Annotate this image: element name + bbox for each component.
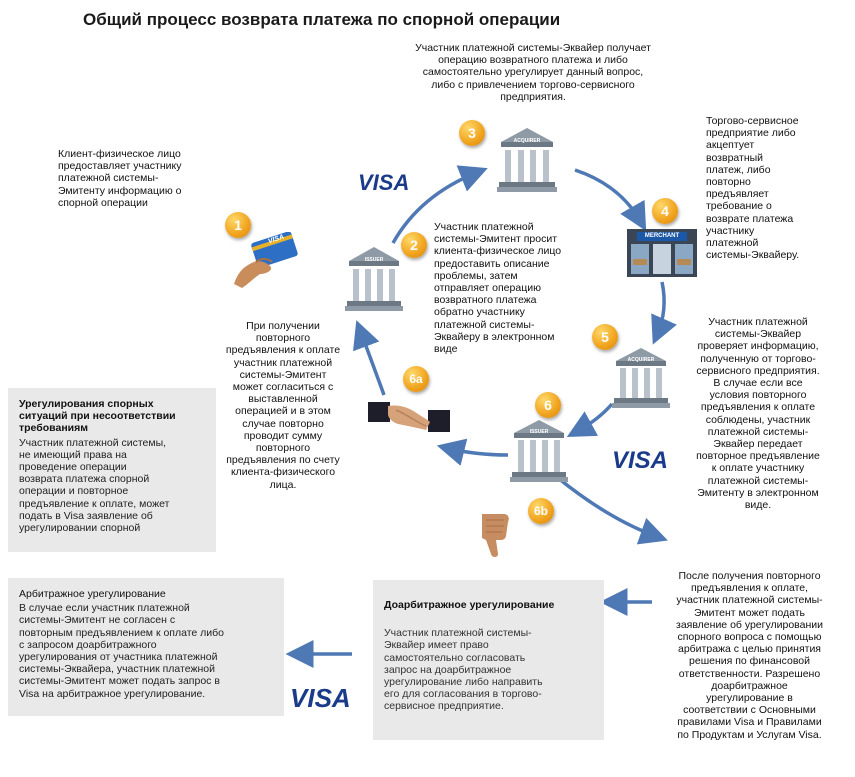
hand-with-card-icon: VISA xyxy=(230,231,302,288)
step-3-text: Участник платежной системы-Эквайер получ… xyxy=(415,42,651,103)
visa-logo-2: VISA xyxy=(612,447,669,474)
acquirer-bank-icon-2: ACQUIRER xyxy=(612,346,670,410)
step-2-badge: 2 xyxy=(401,232,427,258)
step-4-text: Торгово-сервисное предприятие либо акцеп… xyxy=(706,115,800,262)
acquirer-label: ACQUIRER xyxy=(513,138,541,144)
arrow-acquirer-to-issuer xyxy=(566,402,614,438)
arrow-issuer-to-acquirer xyxy=(391,165,488,244)
issuer-label-2: ISSUER xyxy=(529,429,549,435)
step-4-badge: 4 xyxy=(652,198,678,224)
issuer-bank-icon-2: ISSUER xyxy=(510,418,568,484)
arbitration-body: В случае если участник платежной системы… xyxy=(19,602,225,700)
prearbitration-heading: Доарбитражное урегулирование xyxy=(384,599,555,611)
step-6a-text: При получении повторного предъявления к … xyxy=(225,320,341,491)
thumbs-down-icon xyxy=(478,510,518,560)
merchant-label: MERCHANT xyxy=(644,233,680,239)
visa-logo-3: VISA xyxy=(290,683,351,713)
merchant-store-icon: MERCHANT xyxy=(627,229,697,277)
prearbitration-box: Доарбитражное урегулирование Участник пл… xyxy=(373,580,604,740)
arrow-acquirer-to-merchant xyxy=(574,168,647,232)
arrow-issuer-to-handshake xyxy=(436,438,509,466)
arrow-merchant-to-acquirer xyxy=(651,281,677,345)
step-5-text: Участник платежной системы-Эквайер прове… xyxy=(696,316,820,512)
acquirer-label-2: ACQUIRER xyxy=(627,357,655,363)
acquirer-bank-icon: ACQUIRER xyxy=(497,126,557,194)
step-7-text: После получения повторного предъявления … xyxy=(676,570,823,741)
arbitration-heading: Арбитражное урегулирование xyxy=(19,588,166,600)
step-6b-badge: 6b xyxy=(528,498,554,524)
arrow-handshake-to-issuer xyxy=(353,320,386,396)
step-1-text: Клиент-физическое лицо предоставляет уча… xyxy=(58,148,182,209)
step-5-badge: 5 xyxy=(592,324,618,350)
step-1-badge: 1 xyxy=(225,212,251,238)
arbitration-box: Арбитражное урегулирование В случае если… xyxy=(8,578,284,716)
issuer-bank-icon: ISSUER xyxy=(345,245,403,313)
handshake-icon xyxy=(368,396,450,442)
prearbitration-body: Участник платежной системы- Эквайер имее… xyxy=(384,627,543,713)
arrow-issuer-to-arbitration xyxy=(556,476,668,545)
page-title: Общий процесс возврата платежа по спорно… xyxy=(83,10,561,29)
step-6-badge: 6 xyxy=(535,392,561,418)
step-6a-badge: 6a xyxy=(403,366,429,392)
step-2-text: Участник платежной системы-Эмитент проси… xyxy=(434,221,562,356)
dispute-resolution-box: Урегулирования спорных ситуаций при несо… xyxy=(8,388,216,552)
dispute-heading: Урегулирования спорных ситуаций при несо… xyxy=(19,398,176,435)
issuer-label: ISSUER xyxy=(364,257,384,263)
step-3-badge: 3 xyxy=(459,120,485,146)
visa-logo: VISA xyxy=(358,170,410,195)
dispute-body: Участник платежной системы, не имеющий п… xyxy=(19,436,170,535)
